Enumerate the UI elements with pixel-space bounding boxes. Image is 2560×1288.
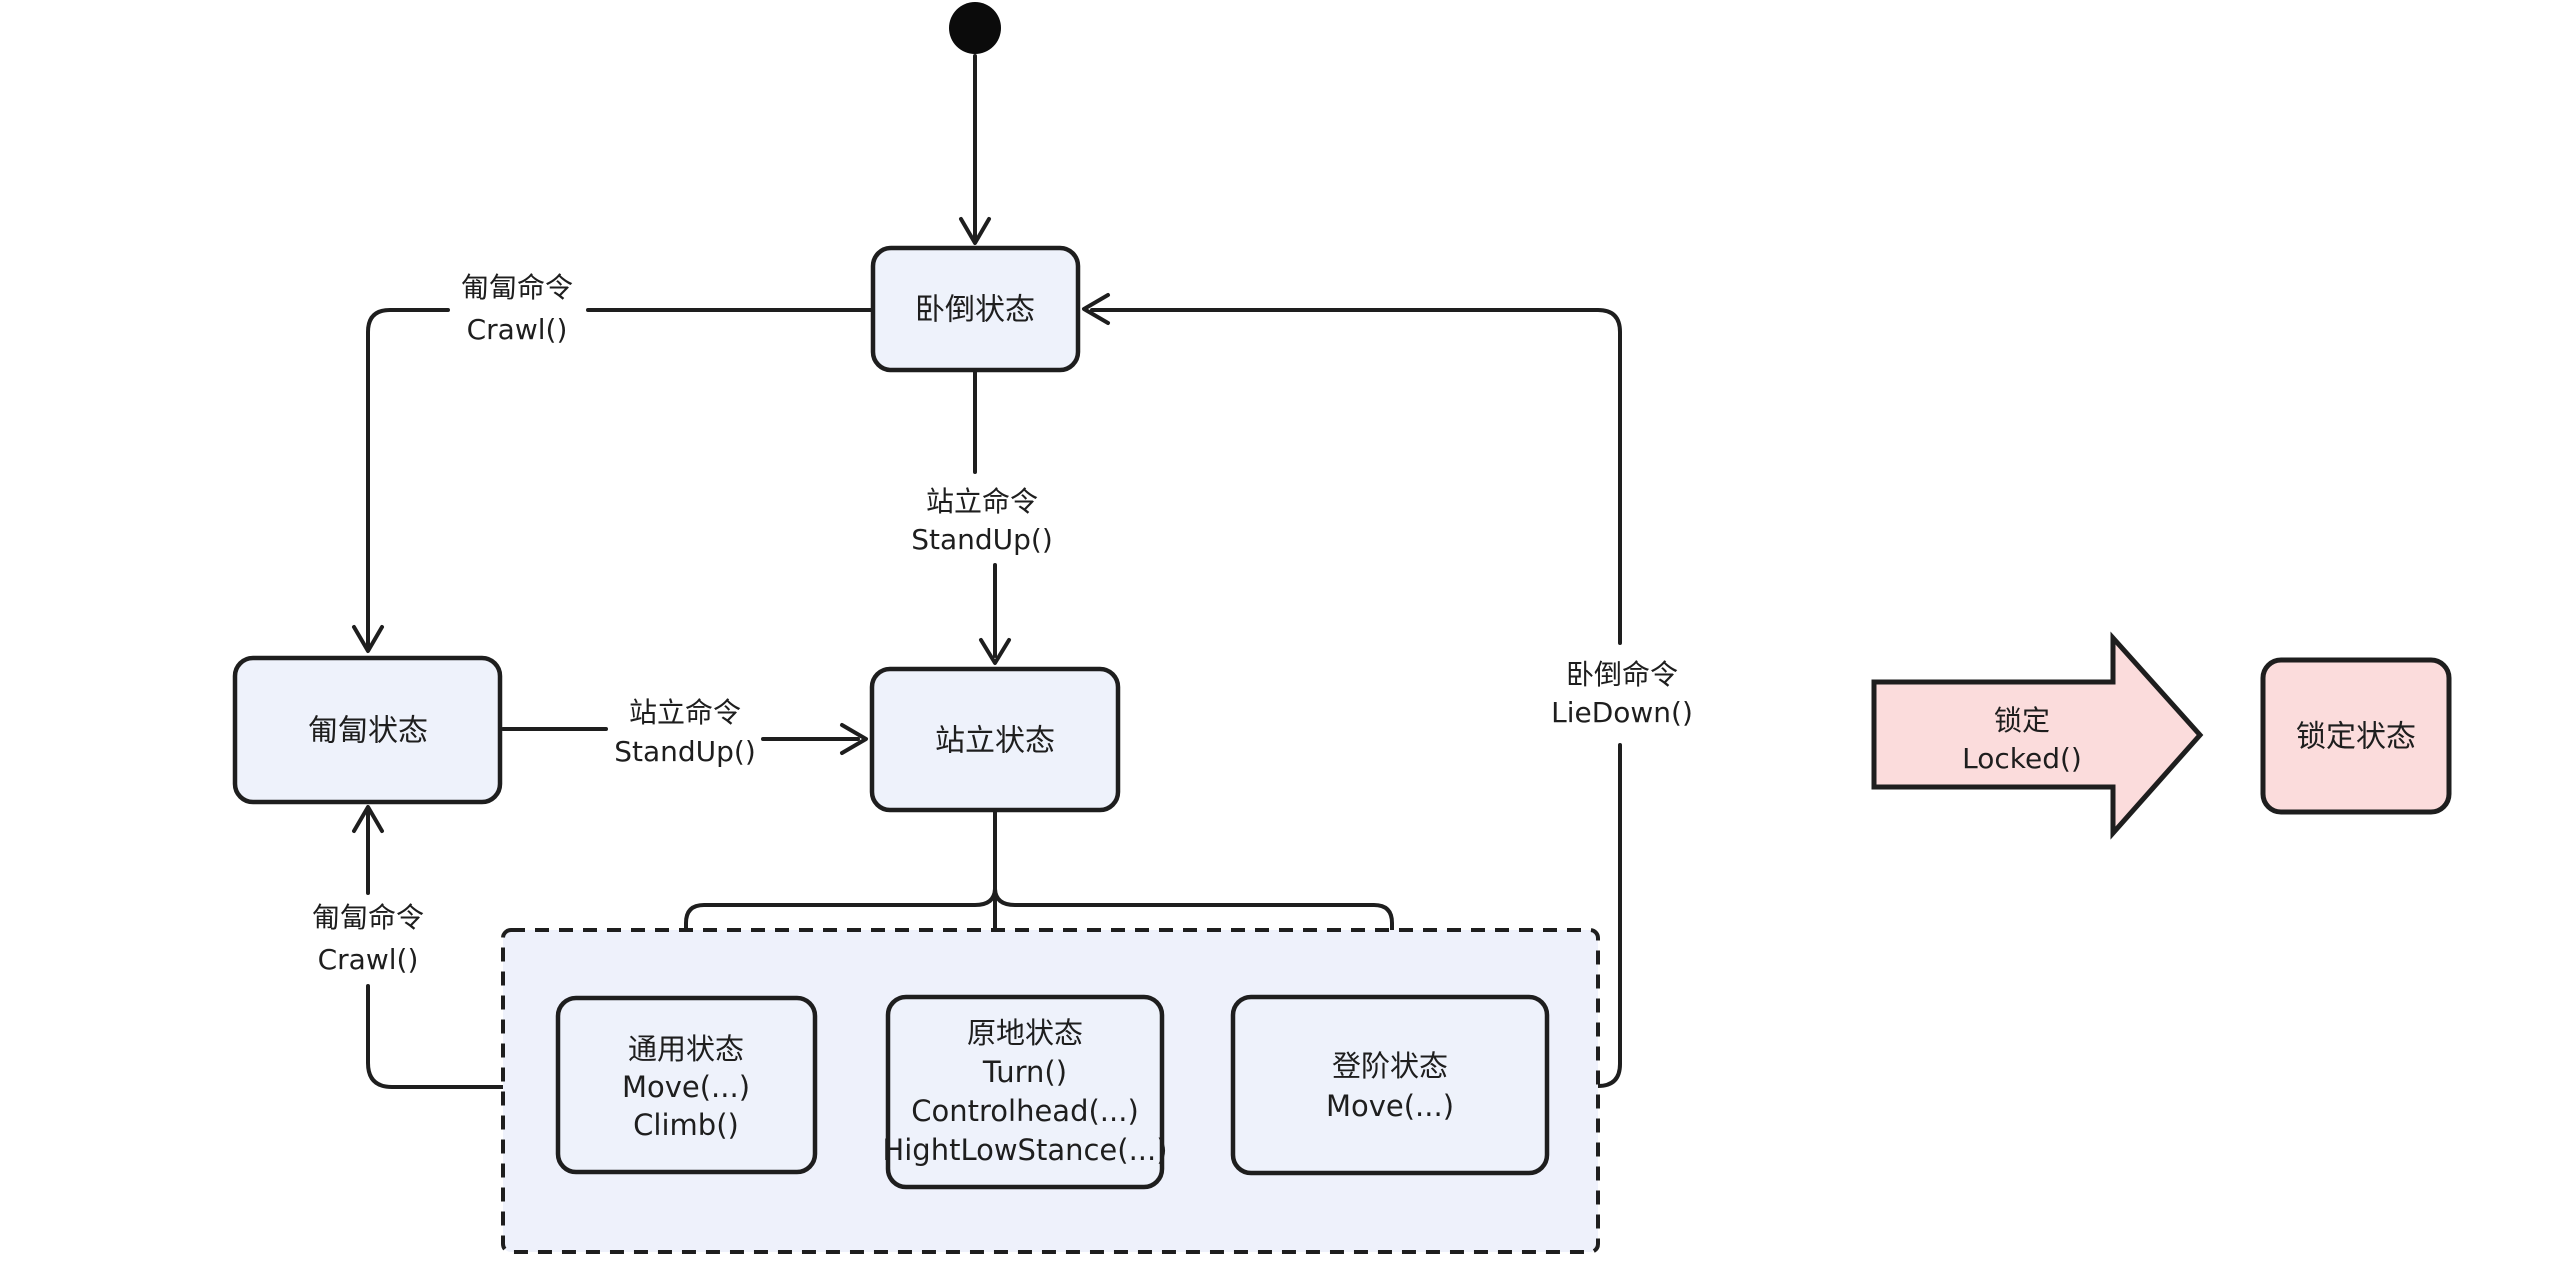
arrowhead-common-to-crawl	[352, 805, 384, 833]
locked-state-box	[2260, 657, 2452, 815]
in-place-state-method-turn: Turn()	[982, 1055, 1068, 1089]
in-place-state-method-controlhead: Controlhead(...)	[911, 1094, 1139, 1128]
edge-label-liedown-command-code: LieDown()	[1551, 696, 1693, 729]
stairs-state-method-move: Move(...)	[1325, 1089, 1455, 1123]
locked-arrow-label-code: Locked()	[1962, 742, 2082, 775]
edge-label-crawl-command-bottom: 匍匐命令 Crawl()	[312, 897, 424, 981]
edge-label-standup-vertical: 站立命令 StandUp()	[911, 483, 1053, 559]
arrowhead-stairs-to-liedown	[1082, 293, 1110, 325]
crawl-state-label: 匍匐状态	[308, 713, 428, 749]
arrowhead-liedown-to-crawl	[352, 625, 384, 653]
edge-stairs-to-liedown-lower	[1545, 743, 1622, 1088]
in-place-state-box	[885, 994, 1165, 1190]
lie-down-state-label: 卧倒状态	[915, 292, 1035, 328]
edge-liedown-to-crawl-left-segment	[366, 308, 450, 647]
edge-stairs-to-liedown-upper	[1090, 308, 1622, 645]
edge-label-liedown-command-zh: 卧倒命令	[1565, 658, 1679, 691]
edge-label-standup-horizontal-code: StandUp()	[614, 735, 756, 768]
arrowhead-liedown-to-stand	[979, 638, 1011, 665]
common-state-method-climb: Climb()	[633, 1108, 739, 1142]
in-place-state-method-hightlowstance: HightLowStance(...)	[882, 1133, 1168, 1167]
edge-common-to-crawl-lower-segment	[366, 984, 560, 1089]
edge-label-crawl-command-top-code: Crawl()	[466, 313, 568, 346]
edge-label-standup-horizontal-zh: 站立命令	[628, 696, 742, 729]
stairs-state-box	[1230, 994, 1550, 1176]
edge-label-crawl-command-top-zh: 匍匐命令	[460, 271, 574, 304]
stairs-state-title: 登阶状态	[1331, 1049, 1448, 1083]
edge-label-standup-vertical-zh: 站立命令	[925, 485, 1039, 518]
stand-state-box	[869, 666, 1121, 813]
edge-label-crawl-command-bottom-zh: 匍匐命令	[311, 901, 425, 934]
arrowhead-crawl-to-stand	[840, 723, 868, 755]
common-state-label: 通用状态 Move(...) Climb()	[622, 1030, 750, 1144]
edge-label-liedown-command: 卧倒命令 LieDown()	[1551, 656, 1693, 732]
arrowhead-initial-to-liedown	[959, 217, 991, 245]
common-state-title: 通用状态	[627, 1032, 744, 1066]
edge-label-standup-horizontal: 站立命令 StandUp()	[614, 693, 756, 771]
edge-label-standup-vertical-code: StandUp()	[911, 523, 1053, 556]
locked-arrow-label: 锁定 Locked()	[1962, 702, 2082, 778]
crawl-state-box	[232, 655, 503, 805]
locked-state-label: 锁定状态	[2296, 719, 2416, 755]
edge-stand-to-common	[684, 886, 997, 986]
common-state-method-move: Move(...)	[621, 1070, 751, 1104]
in-place-state-label: 原地状态 Turn() Controlhead(...) HightLowSta…	[882, 1014, 1167, 1170]
edge-stand-to-stairs	[993, 886, 1394, 986]
in-place-state-title: 原地状态	[966, 1016, 1084, 1050]
stand-state-label: 站立状态	[935, 723, 1055, 759]
lie-down-state-box	[870, 245, 1081, 373]
common-state-box	[555, 995, 818, 1175]
edge-label-crawl-command-bottom-code: Crawl()	[317, 943, 419, 976]
locked-arrow-label-zh: 锁定	[1993, 704, 2051, 737]
edge-label-crawl-command-top: 匍匐命令 Crawl()	[461, 267, 573, 351]
stairs-state-label: 登阶状态 Move(...)	[1326, 1046, 1454, 1126]
initial-state-dot	[949, 2, 1001, 54]
locked-transition-arrow	[1871, 631, 2204, 840]
